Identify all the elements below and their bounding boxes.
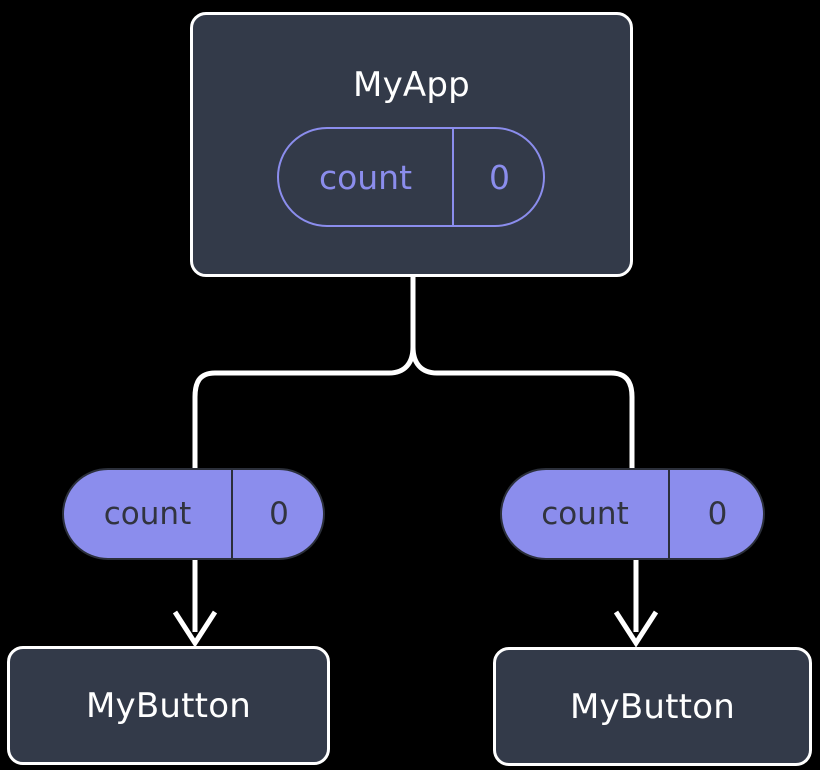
connector-trunk-split-right [410, 344, 635, 473]
state-pill-left-key: count [103, 496, 192, 532]
state-pill-left[interactable]: count 0 [62, 468, 325, 560]
component-label-mybutton-right: MyButton [570, 686, 735, 727]
arrowhead-right [613, 610, 659, 648]
state-pill-right[interactable]: count 0 [500, 468, 765, 560]
state-pill-myapp-key: count [318, 157, 413, 197]
state-pill-right-key: count [541, 496, 629, 532]
state-pill-right-value: 0 [668, 470, 763, 558]
component-label-myapp: MyApp [353, 65, 470, 105]
component-box-myapp[interactable]: MyApp [190, 12, 633, 277]
state-pill-left-value: 0 [231, 470, 323, 558]
connector-trunk-split [192, 274, 416, 473]
state-pill-myapp[interactable]: count 0 [277, 127, 545, 227]
component-box-mybutton-right[interactable]: MyButton [493, 647, 812, 766]
arrowhead-left [172, 610, 218, 648]
component-box-mybutton-left[interactable]: MyButton [7, 646, 330, 765]
state-pill-myapp-value: 0 [452, 129, 543, 225]
component-label-mybutton-left: MyButton [86, 685, 251, 726]
